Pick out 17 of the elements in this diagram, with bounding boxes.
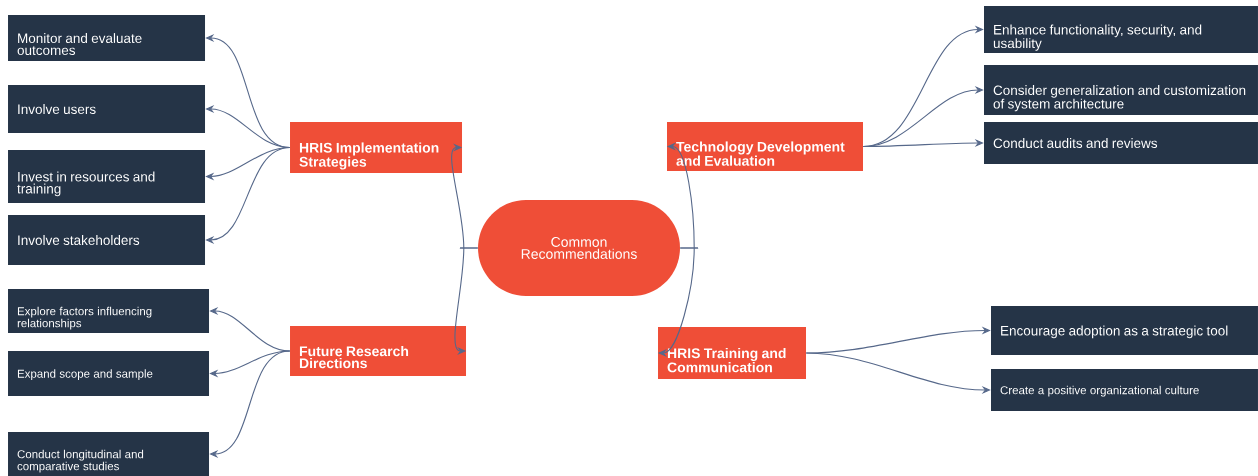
leaf-box: Conduct audits and reviews: [984, 122, 1258, 164]
leaf-box: Involve stakeholders: [8, 215, 205, 265]
leaf-box: Explore factors influencing relationships: [8, 289, 209, 333]
leaf-box: Involve users: [8, 85, 205, 133]
branch-box: HRIS Implementation Strategies: [290, 122, 462, 173]
leaf-box: Create a positive organizational culture: [991, 369, 1258, 411]
leaf-box: Expand scope and sample: [8, 351, 209, 396]
leaf-box: Encourage adoption as a strategic tool: [991, 306, 1258, 355]
leaf-box: Consider generalization and customization of system architecture: [984, 65, 1258, 115]
leaf-box: Invest in resources and training: [8, 150, 205, 203]
branch-box: Future Research Directions: [290, 326, 466, 376]
leaf-box: Conduct longitudinal and comparative studies: [8, 432, 209, 476]
branch-box: Technology Development and Evaluation: [667, 122, 863, 171]
branch-box: HRIS Training and Communication: [658, 327, 806, 379]
central-pill: Common Recommendations: [478, 200, 680, 296]
leaf-box: Enhance functionality, security, and usability: [984, 6, 1258, 53]
leaf-box: Monitor and evaluate outcomes: [8, 15, 205, 61]
